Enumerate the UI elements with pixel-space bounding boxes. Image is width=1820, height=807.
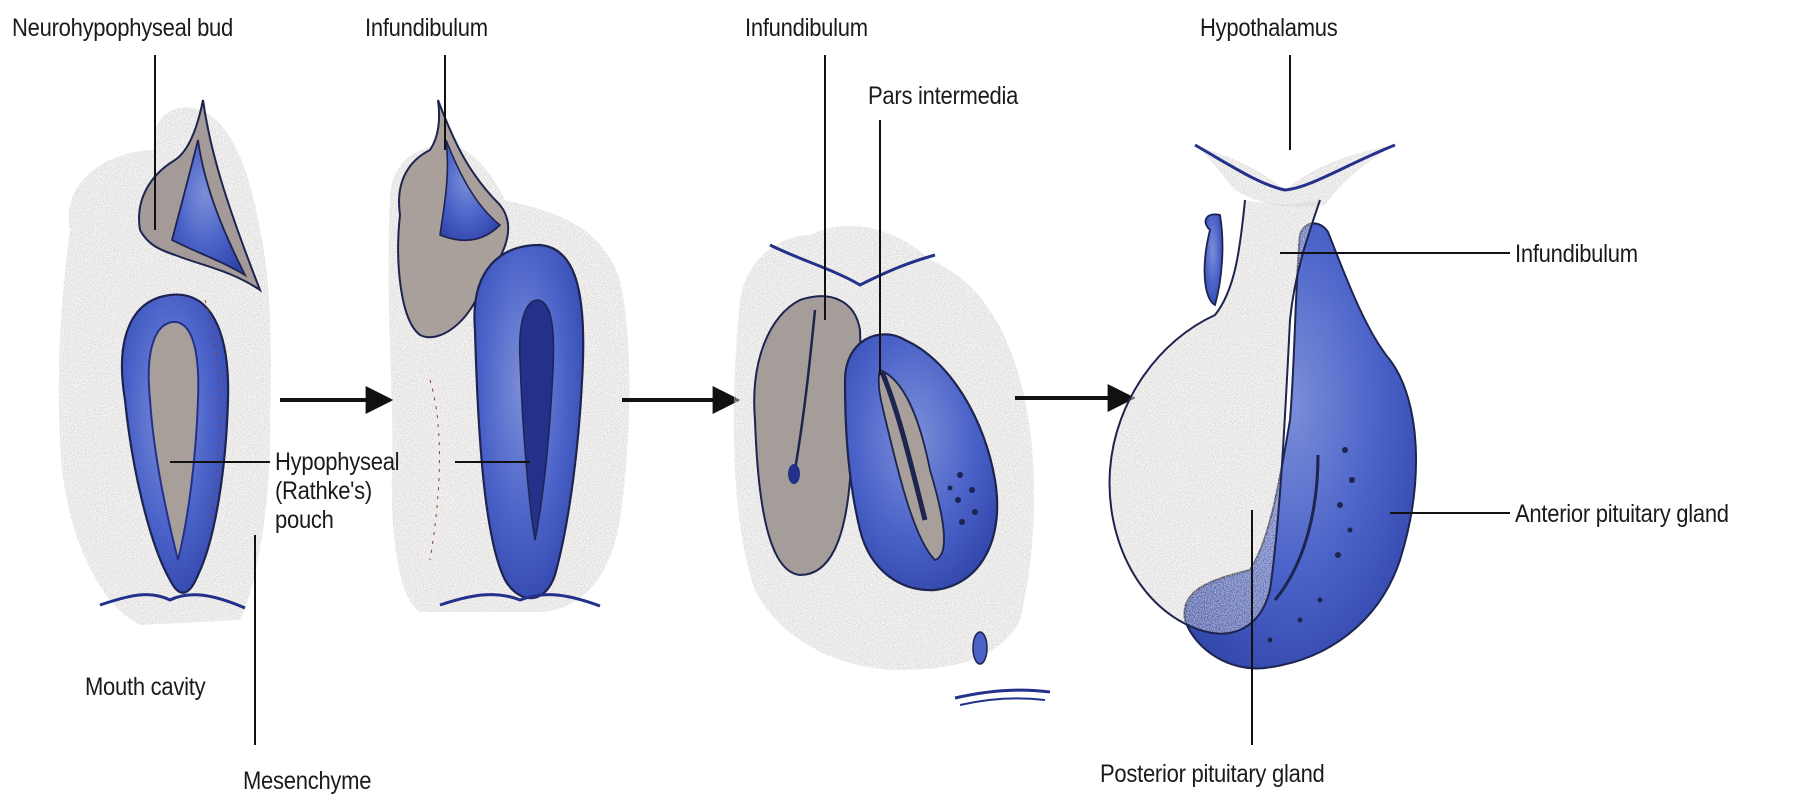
label-hypophyseal-pouch-line1: Hypophyseal	[275, 448, 399, 477]
stage-2	[388, 100, 629, 612]
stage-3-oral-remnant	[973, 632, 987, 664]
label-infundibulum-stage3: Infundibulum	[745, 14, 868, 43]
label-mesenchyme: Mesenchyme	[243, 767, 371, 796]
stage-1	[59, 100, 271, 625]
label-mouth-cavity: Mouth cavity	[85, 673, 205, 702]
label-anterior-pituitary-gland: Anterior pituitary gland	[1515, 500, 1729, 529]
label-hypothalamus: Hypothalamus	[1200, 14, 1337, 43]
stage-3-oral-ectoderm	[955, 690, 1050, 698]
label-hypophyseal-pouch-line3: pouch	[275, 506, 399, 535]
stage-3	[734, 226, 1050, 705]
stage-4	[1110, 145, 1416, 668]
stage-4-pars-tuberalis	[1205, 214, 1223, 305]
label-neurohypophyseal-bud: Neurohypophyseal bud	[12, 14, 233, 43]
label-posterior-pituitary-gland: Posterior pituitary gland	[1100, 760, 1325, 789]
stage-4-hypothalamus	[1195, 145, 1395, 207]
label-pars-intermedia: Pars intermedia	[868, 82, 1018, 111]
label-infundibulum-stage4: Infundibulum	[1515, 240, 1638, 269]
label-hypophyseal-pouch: Hypophyseal (Rathke's) pouch	[275, 448, 399, 534]
label-infundibulum-stage2: Infundibulum	[365, 14, 488, 43]
label-hypophyseal-pouch-line2: (Rathke's)	[275, 477, 399, 506]
stage-3-lumen-end	[788, 464, 800, 484]
